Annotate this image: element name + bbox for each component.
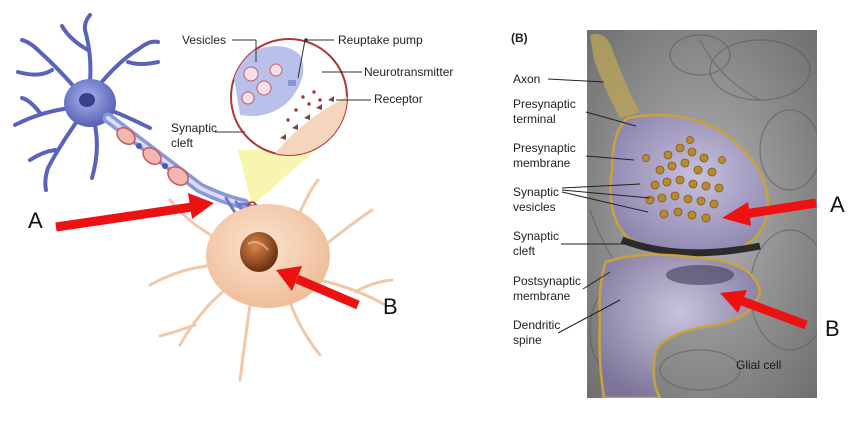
zoom-callout — [238, 148, 318, 206]
label-synaptic-cleft-2: cleft — [513, 244, 536, 258]
label-dendritic-spine-1: Dendritic — [513, 318, 560, 332]
label-axon: Axon — [513, 72, 540, 86]
marker-a-right: A — [830, 192, 845, 217]
arrow-b-right — [720, 290, 808, 330]
label-synaptic-cleft-1: Synaptic — [513, 229, 559, 243]
label-synaptic-cleft-line1: Synaptic — [171, 121, 217, 135]
presynaptic-nucleus — [79, 93, 95, 107]
label-reuptake-pump: Reuptake pump — [338, 33, 423, 47]
label-vesicles: Vesicles — [182, 33, 226, 47]
callout-lines — [215, 39, 371, 133]
panel-tag: (B) — [511, 31, 528, 45]
label-presynaptic-terminal-1: Presynaptic — [513, 97, 576, 111]
label-neurotransmitter: Neurotransmitter — [364, 65, 453, 79]
marker-a-left: A — [28, 208, 43, 233]
label-postsynaptic-membrane-1: Postsynaptic — [513, 274, 581, 288]
electron-micrograph-panel: (B) — [511, 30, 845, 398]
marker-b-right: B — [825, 316, 840, 341]
label-synaptic-vesicles-2: vesicles — [513, 200, 556, 214]
arrow-b-left — [276, 266, 360, 310]
neuron-illustration: Vesicles Reuptake pump Neurotransmitter … — [13, 13, 453, 382]
label-receptor: Receptor — [374, 92, 423, 106]
label-glial-cell: Glial cell — [736, 358, 781, 372]
label-presynaptic-membrane-1: Presynaptic — [513, 141, 576, 155]
arrow-a-right — [722, 198, 817, 226]
label-presynaptic-membrane-2: membrane — [513, 156, 571, 170]
postsynaptic-nucleus — [240, 232, 278, 272]
myelin-sheath — [116, 126, 189, 186]
label-synaptic-vesicles-1: Synaptic — [513, 185, 559, 199]
label-synaptic-cleft-line2: cleft — [171, 136, 194, 150]
synapse-zoom — [230, 38, 348, 156]
right-callout-lines — [547, 78, 651, 334]
arrow-a-left — [55, 193, 214, 232]
label-postsynaptic-membrane-2: membrane — [513, 289, 571, 303]
micrograph — [587, 30, 817, 398]
label-presynaptic-terminal-2: terminal — [513, 112, 556, 126]
label-dendritic-spine-2: spine — [513, 333, 542, 347]
axon-nodes — [136, 143, 168, 169]
marker-b-left: B — [383, 294, 398, 319]
